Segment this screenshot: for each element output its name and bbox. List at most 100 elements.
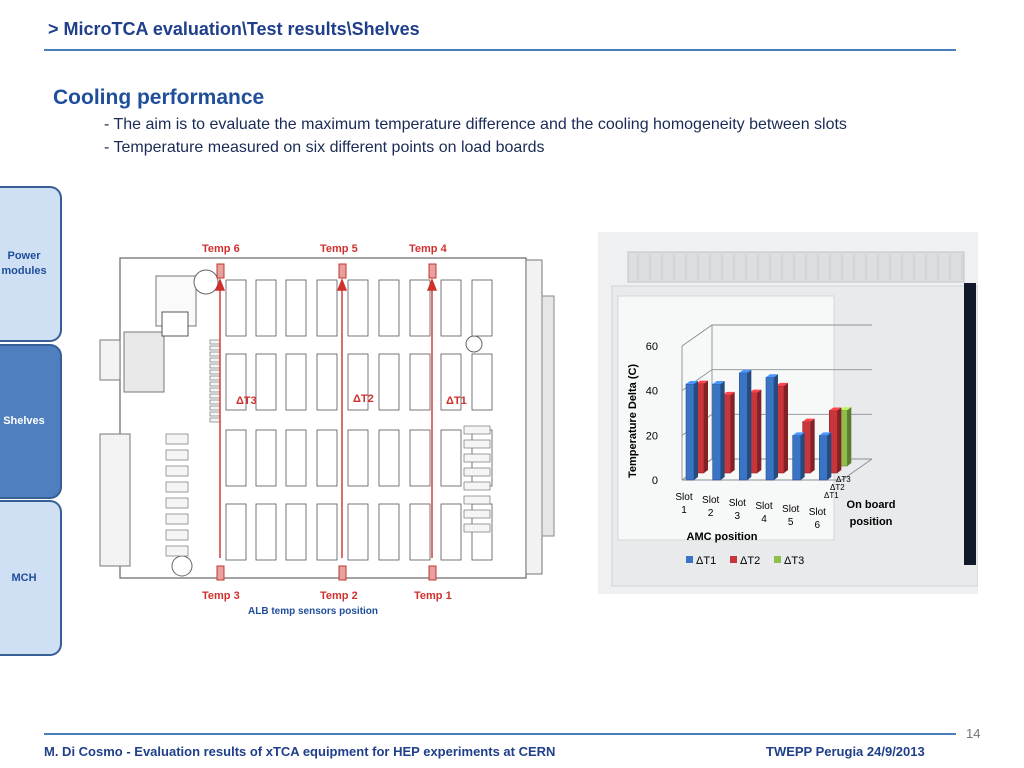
chart-gridline [681, 324, 872, 347]
side-tab-mch[interactable]: MCH [0, 500, 62, 656]
legend-label-ΔT2: ΔT2 [740, 555, 760, 567]
board-component [316, 429, 338, 487]
board-pad [463, 425, 491, 435]
board-pad [165, 481, 189, 493]
legend-swatch-ΔT3 [774, 556, 781, 563]
board-component [255, 279, 277, 337]
bar-top-face [696, 380, 708, 384]
chart-x-axis-label: AMC position [687, 531, 758, 543]
temp-sensor-top [428, 263, 437, 279]
bar-side-face [757, 389, 762, 473]
label-delta-t2: ΔT2 [353, 393, 374, 405]
board-pin [209, 357, 221, 363]
board-component [316, 279, 338, 337]
board-component [285, 279, 307, 337]
board-component [225, 503, 247, 561]
temp-sensor-bottom [338, 565, 347, 581]
board-component [316, 353, 338, 411]
label-temp-6: Temp 6 [202, 243, 240, 255]
board-component [255, 353, 277, 411]
chart-y-axis-label: Temperature Delta (C) [627, 364, 639, 478]
board-component [378, 353, 400, 411]
bar-top-face [686, 380, 698, 384]
delta-arrow-head [336, 278, 348, 291]
temp-sensor-bottom [428, 565, 437, 581]
bar-top-face [819, 432, 832, 436]
bar-ΔT1-slot-2 [712, 383, 721, 481]
bar-ΔT1-slot-5 [792, 435, 801, 481]
temp-sensor-top [216, 263, 225, 279]
bullet-measurement: - Temperature measured on six different … [104, 139, 545, 156]
load-board-diagram: Temp 6 Temp 5 Temp 4 Temp 3 Temp 2 Temp … [99, 243, 555, 602]
board-pad [165, 529, 189, 541]
board-component [255, 503, 277, 561]
board-component [316, 503, 338, 561]
board-pin [209, 399, 221, 405]
legend-swatch-ΔT2 [730, 556, 737, 563]
chart-y-tick-label: 60 [646, 341, 658, 353]
board-pin [209, 387, 221, 393]
bar-side-face [774, 374, 778, 480]
board-component [347, 503, 369, 561]
board-pad [165, 497, 189, 509]
label-temp-3: Temp 3 [202, 590, 240, 602]
label-delta-t1: ΔT1 [446, 395, 467, 407]
label-temp-4: Temp 4 [409, 243, 448, 255]
board-component [440, 353, 462, 411]
board-pin [209, 345, 221, 351]
bar-top-face [792, 432, 805, 436]
bar-ΔT1-slot-4 [765, 376, 775, 481]
board-component [409, 503, 431, 561]
legend-label-ΔT1: ΔT1 [696, 555, 716, 567]
board-pad [165, 449, 189, 461]
side-tab-power-modules[interactable]: Power modules [0, 186, 62, 342]
title-divider [44, 49, 956, 51]
bullet-aim: - The aim is to evaluate the maximum tem… [104, 116, 847, 133]
board-pin [209, 417, 221, 423]
chart-y-tick-label: 40 [646, 386, 658, 398]
board-caption: ALB temp sensors position [248, 606, 379, 617]
temp-sensor-top [338, 263, 347, 279]
depth-label-t1: ΔT1 [824, 491, 839, 500]
board-component [347, 353, 369, 411]
board-component [409, 429, 431, 487]
delta-arrow-head [426, 278, 438, 291]
bar-side-face [800, 432, 805, 480]
board-component [409, 353, 431, 411]
board-pin [209, 369, 221, 375]
board-component [285, 429, 307, 487]
section-heading: Cooling performance [53, 86, 265, 109]
side-tab-shelves[interactable]: Shelves [0, 344, 62, 499]
slide-title: > MicroTCA evaluation\Test results\Shelv… [48, 19, 420, 39]
board-pad [165, 465, 189, 477]
bar-top-face [722, 391, 735, 395]
bar-side-face [837, 407, 842, 473]
bar-side-face [720, 380, 725, 480]
chart-base-depth [841, 458, 873, 481]
bar-top-face [749, 389, 762, 393]
chart-y-tick-label: 20 [646, 430, 658, 442]
thermal-image-edge [964, 283, 976, 565]
legend-swatch-ΔT1 [686, 556, 693, 563]
label-temp-2: Temp 2 [320, 590, 358, 602]
bar-side-face [784, 382, 788, 473]
board-pin [209, 411, 221, 417]
board-component [440, 503, 462, 561]
bar-top-face [739, 369, 752, 373]
board-component [378, 503, 400, 561]
label-temp-1: Temp 1 [414, 590, 452, 602]
bar-ΔT1-slot-6 [819, 435, 828, 481]
board-pin [209, 381, 221, 387]
label-temp-5: Temp 5 [320, 243, 358, 255]
bar-side-face [847, 407, 852, 466]
board-pad [463, 453, 491, 463]
bar-top-face [802, 418, 815, 422]
board-component [471, 279, 493, 337]
board-component [225, 429, 247, 487]
bar-side-face [747, 369, 752, 480]
